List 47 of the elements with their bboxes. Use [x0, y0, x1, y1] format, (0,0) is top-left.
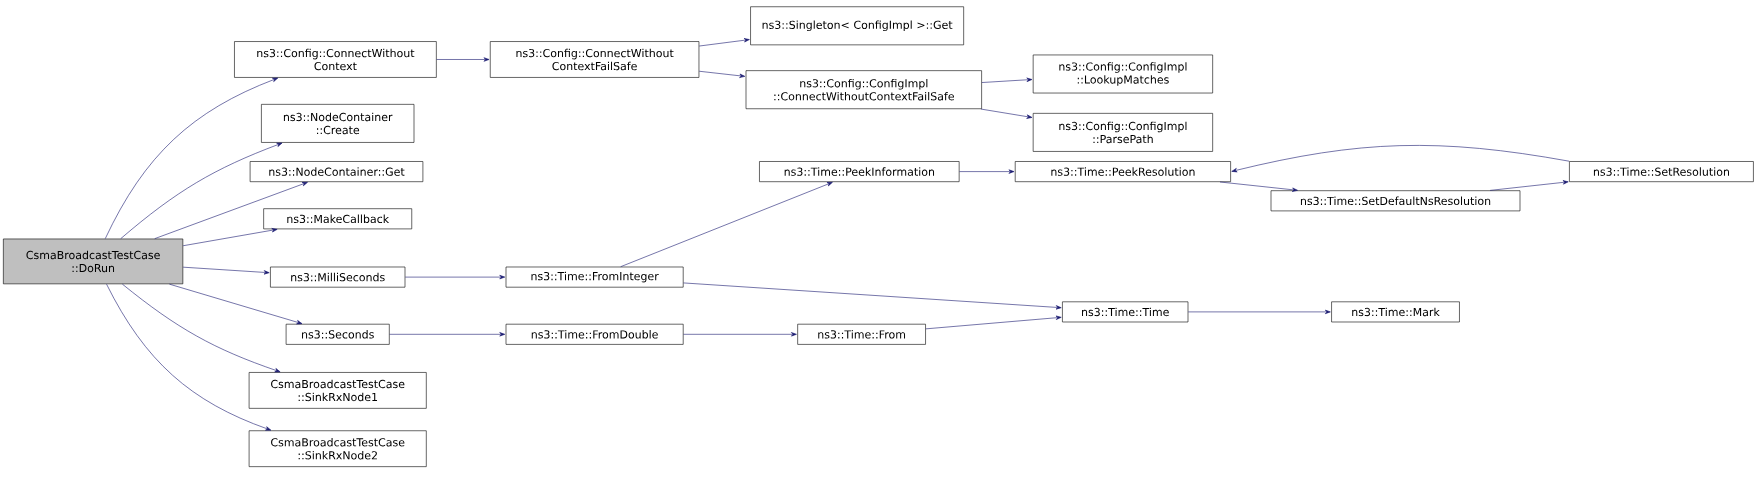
arrow: [683, 332, 797, 337]
arrow: [405, 274, 506, 280]
function-box: ns3::Config::ConfigImpl ::ParsePath: [1032, 113, 1213, 152]
arrow: [182, 228, 278, 247]
arrow: [1188, 309, 1331, 315]
arrow: [389, 332, 506, 337]
arrow: [120, 142, 283, 239]
highlighted-function-box: CsmaBroadcastTestCase ::DoRun: [3, 238, 184, 285]
arrow: [104, 77, 279, 239]
function-box: ns3::Time::Mark: [1331, 301, 1460, 323]
function-box: ns3::Time::SetDefaultNsResolution: [1270, 190, 1521, 212]
function-box: ns3::Time::From: [797, 323, 926, 345]
arrow: [1219, 181, 1298, 192]
function-box: ns3::Config::ConfigImpl ::ConnectWithoutContextFailSafe: [745, 70, 982, 110]
function-box: ns3::Config::ConnectWithout ContextFailSafe: [489, 41, 700, 78]
arrow: [169, 283, 303, 325]
arrow: [436, 57, 490, 62]
function-box: CsmaBroadcastTestCase ::SinkRxNode1: [248, 372, 427, 409]
arrow: [980, 108, 1033, 119]
function-box: ns3::Time::FromDouble: [505, 323, 684, 345]
arrow: [620, 182, 833, 267]
arrow: [182, 266, 270, 275]
function-box: ns3::Singleton< ConfigImpl >::Get: [750, 6, 964, 46]
arrow: [698, 38, 750, 47]
function-box: ns3::Time::PeekInformation: [759, 161, 960, 182]
function-box: ns3::Time::SetResolution: [1569, 161, 1754, 182]
arrow: [981, 77, 1033, 83]
arrow: [1489, 180, 1569, 191]
arrow: [122, 283, 281, 373]
arrow: [1231, 145, 1570, 173]
arrow: [959, 169, 1015, 174]
function-box: ns3::NodeContainer::Get: [249, 161, 424, 182]
function-box: ns3::Config::ConnectWithout Context: [234, 41, 437, 78]
function-box: ns3::Seconds: [285, 323, 390, 345]
function-box: ns3::MilliSeconds: [270, 266, 406, 288]
function-box: ns3::MakeCallback: [263, 208, 413, 230]
function-box: ns3::Time::Time: [1062, 301, 1189, 323]
function-box: ns3::Time::FromInteger: [505, 266, 684, 288]
function-box: ns3::NodeContainer ::Create: [261, 104, 415, 143]
arrow: [925, 315, 1062, 330]
arrow: [106, 283, 272, 431]
arrow: [683, 282, 1062, 310]
function-box: ns3::Time::PeekResolution: [1014, 161, 1231, 182]
function-box: ns3::Config::ConfigImpl ::LookupMatches: [1032, 54, 1213, 94]
arrow: [154, 182, 308, 239]
function-box: CsmaBroadcastTestCase ::SinkRxNode2: [248, 430, 427, 467]
arrow: [698, 70, 746, 78]
